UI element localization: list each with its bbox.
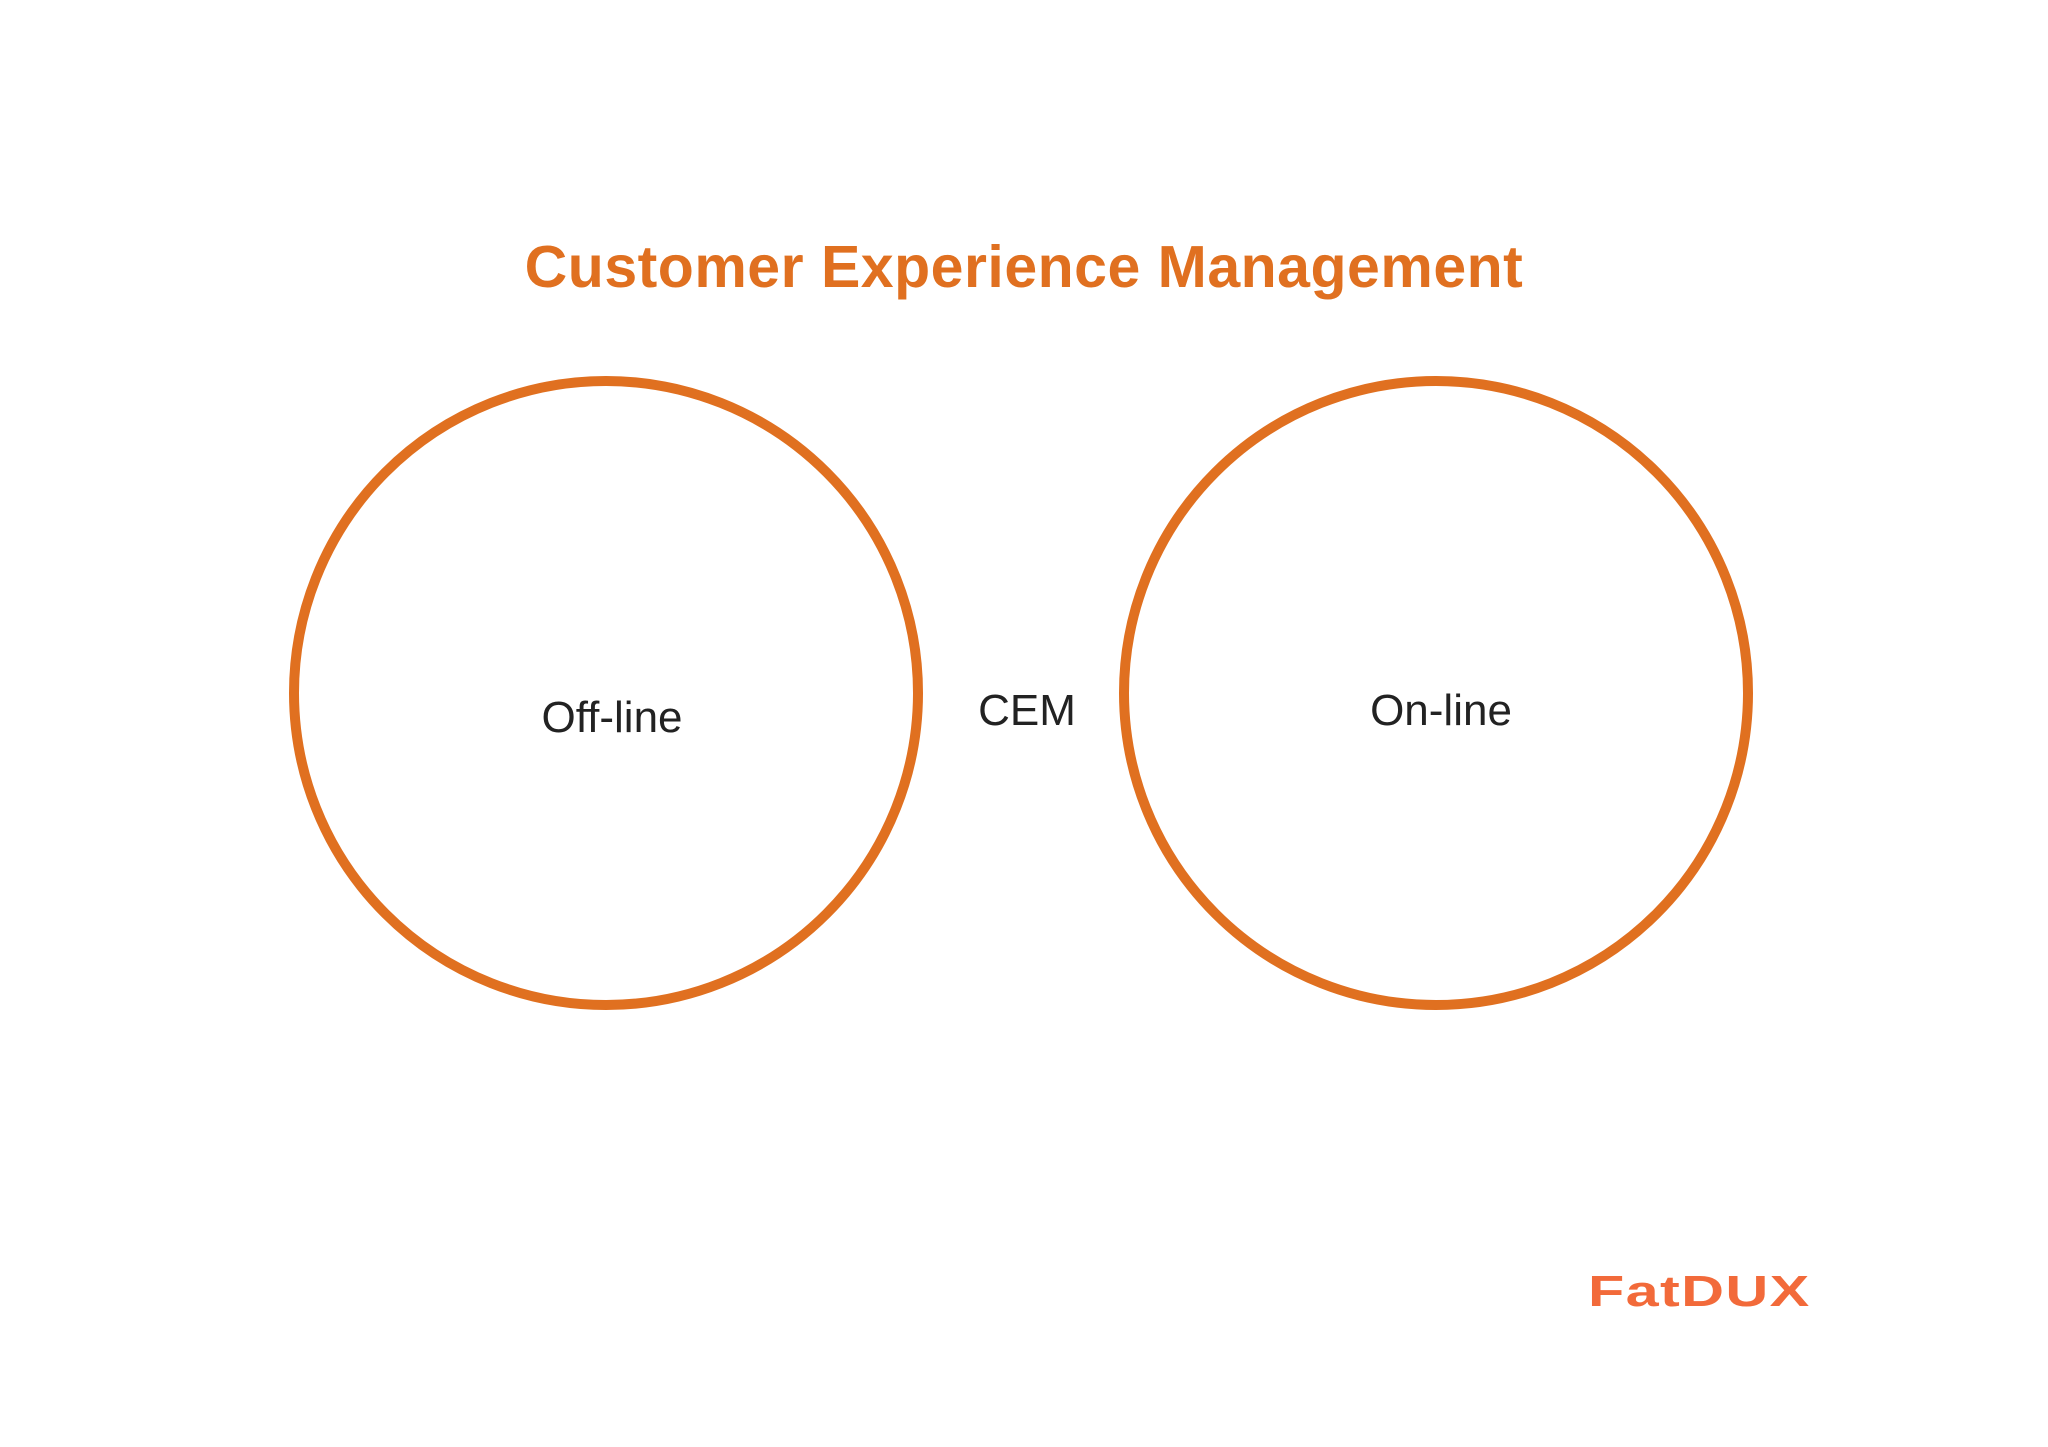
online-circle [1119,376,1753,1010]
fatdux-logo: FatDUX [1588,1267,1811,1316]
offline-label: Off-line [541,693,683,742]
online-label: On-line [1370,686,1512,735]
cem-label: CEM [978,686,1076,735]
offline-circle [289,376,923,1010]
page-title: Customer Experience Management [524,234,1524,300]
